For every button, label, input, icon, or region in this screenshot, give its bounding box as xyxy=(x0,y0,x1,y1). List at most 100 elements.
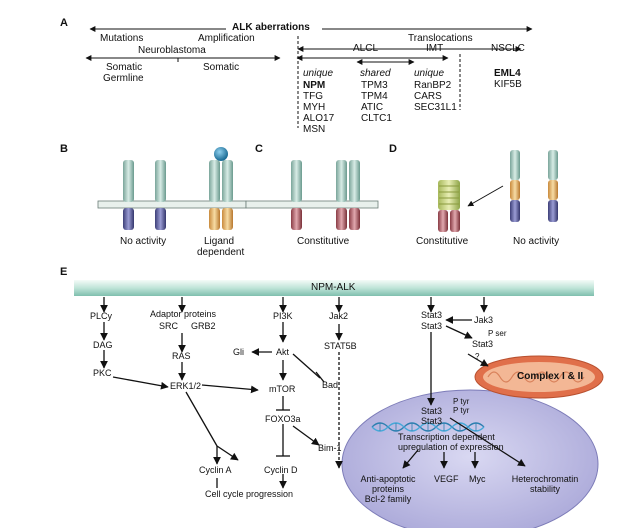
unique-label-2: unique xyxy=(414,68,445,79)
cyclin-d-node: Cyclin D xyxy=(264,465,298,475)
panel-d-constitutive: Constitutive xyxy=(416,236,469,247)
somatic-label-1: Somatic xyxy=(106,62,143,73)
panel-a-letter: A xyxy=(60,17,68,29)
bad-node: Bad xyxy=(322,380,339,390)
transcription-line-2: upregulation of expression xyxy=(398,442,504,452)
gene-eml4: EML4 xyxy=(494,68,521,79)
grb2-node: GRB2 xyxy=(191,321,216,331)
panel-b-no-activity: No activity xyxy=(120,236,167,247)
plcy-node: PLCy xyxy=(90,311,113,321)
mitochondrion xyxy=(474,355,604,399)
gene-alo17: ALO17 xyxy=(303,113,335,124)
ptyr-node-2: P tyr xyxy=(453,406,470,415)
jak2-node: Jak2 xyxy=(329,311,349,321)
stat3-node-4: Stat3 xyxy=(421,406,443,416)
neuroblastoma-label: Neuroblastoma xyxy=(138,45,206,56)
unique-label-1: unique xyxy=(303,68,334,79)
antiapoptotic-node: Anti-apoptotic proteins Bcl-2 family xyxy=(352,474,424,504)
alcl-label: ALCL xyxy=(353,43,379,54)
transcription-line-1: Transcription dependent xyxy=(398,432,495,442)
panel-d-letter: D xyxy=(389,143,397,155)
stat5b-node: STAT5B xyxy=(324,341,357,351)
panel-b-receptor-left xyxy=(123,160,166,230)
gene-cars: CARS xyxy=(414,91,442,102)
panel-c-receptors xyxy=(291,160,360,230)
panel-b-ligand: Ligand xyxy=(204,236,235,247)
akt-node: Akt xyxy=(276,347,290,357)
amplification-label: Amplification xyxy=(198,33,255,44)
panel-b-membrane xyxy=(97,200,247,209)
nsclc-genes: EML4 KIF5B xyxy=(494,68,522,90)
ras-node: RAS xyxy=(172,351,191,361)
hetero-line-2: stability xyxy=(529,484,560,494)
mtor-node: mTOR xyxy=(269,384,296,394)
npm-alk-label: NPM-ALK xyxy=(311,282,356,293)
panel-a-lines xyxy=(85,26,533,128)
panel-c-letter: C xyxy=(255,143,263,155)
gene-ranbp2: RanBP2 xyxy=(414,80,452,91)
antiapop-line-3: Bcl-2 family xyxy=(364,494,412,504)
panel-b-receptor-ligand xyxy=(209,147,233,230)
translocations-label: Translocations xyxy=(408,33,473,44)
gene-npm: NPM xyxy=(303,80,326,91)
myc-node: Myc xyxy=(469,474,486,484)
pi3k-node: PI3K xyxy=(273,311,293,321)
nucleus xyxy=(341,389,599,528)
gli-node: Gli xyxy=(233,347,244,357)
alk-aberrations-title: ALK aberrations xyxy=(232,22,310,33)
gene-tpm3: TPM3 xyxy=(361,80,388,91)
panel-d-constitutive xyxy=(438,180,460,232)
dag-node: DAG xyxy=(93,340,113,350)
npm-alk-banner xyxy=(74,280,594,296)
stat3-node-3: Stat3 xyxy=(472,339,494,349)
stat3-node-1: Stat3 xyxy=(421,310,443,320)
antiapop-line-1: Anti-apoptotic xyxy=(360,474,416,484)
erk-node: ERK1/2 xyxy=(170,381,202,391)
shared-label: shared xyxy=(360,68,391,79)
shared-genes: TPM3 TPM4 ATIC CLTC1 xyxy=(361,80,392,124)
cyclin-a-node: Cyclin A xyxy=(199,465,232,475)
imt-label: IMT xyxy=(426,43,444,54)
question-mark: ? xyxy=(475,352,480,361)
gene-atic: ATIC xyxy=(361,102,384,113)
gene-kif5b: KIF5B xyxy=(494,79,522,90)
panel-b-letter: B xyxy=(60,143,68,155)
gene-tpm4: TPM4 xyxy=(361,91,388,102)
foxo3a-node: FOXO3a xyxy=(265,414,301,424)
complex-label: Complex I & II xyxy=(517,371,584,382)
germline-label: Germline xyxy=(103,73,144,84)
gene-sec31l1: SEC31L1 xyxy=(414,102,457,113)
adaptor-node: Adaptor proteins xyxy=(150,309,217,319)
gene-myh: MYH xyxy=(303,102,326,113)
imt-unique-genes: RanBP2 CARS SEC31L1 xyxy=(414,80,457,113)
panel-c-constitutive: Constitutive xyxy=(297,236,350,247)
cell-cycle-node: Cell cycle progression xyxy=(205,489,294,499)
stat3-node-2: Stat3 xyxy=(421,321,443,331)
gene-tfg: TFG xyxy=(303,91,323,102)
gene-cltc1: CLTC1 xyxy=(361,113,392,124)
jak3-node: Jak3 xyxy=(474,315,494,325)
panel-c-membrane xyxy=(245,200,379,209)
vegf-node: VEGF xyxy=(434,474,459,484)
mutations-label: Mutations xyxy=(100,33,144,44)
heterochromatin-node: Heterochromatin stability xyxy=(510,474,580,494)
gene-msn: MSN xyxy=(303,124,326,135)
somatic-label-2: Somatic xyxy=(203,62,240,73)
panel-e-letter: E xyxy=(60,266,68,278)
panel-d-no-activity: No activity xyxy=(513,236,560,247)
alcl-unique-genes: NPM TFG MYH ALO17 MSN xyxy=(303,80,334,135)
panel-d-arrow xyxy=(467,185,504,207)
ptyr-node-1: P tyr xyxy=(453,397,470,406)
antiapop-line-2: proteins xyxy=(371,484,405,494)
pser-node: P ser xyxy=(488,329,507,338)
src-node: SRC xyxy=(159,321,179,331)
ligand-ball xyxy=(214,147,228,161)
nsclc-label: NSCLC xyxy=(491,43,525,54)
pathway-arrows xyxy=(100,297,526,489)
hetero-line-1: Heterochromatin xyxy=(511,474,579,484)
pkc-node: PKC xyxy=(93,368,112,378)
panel-d-no-activity xyxy=(510,150,558,222)
stat3-node-5: Stat3 xyxy=(421,416,443,426)
panel-b-dependent: dependent xyxy=(197,247,245,258)
